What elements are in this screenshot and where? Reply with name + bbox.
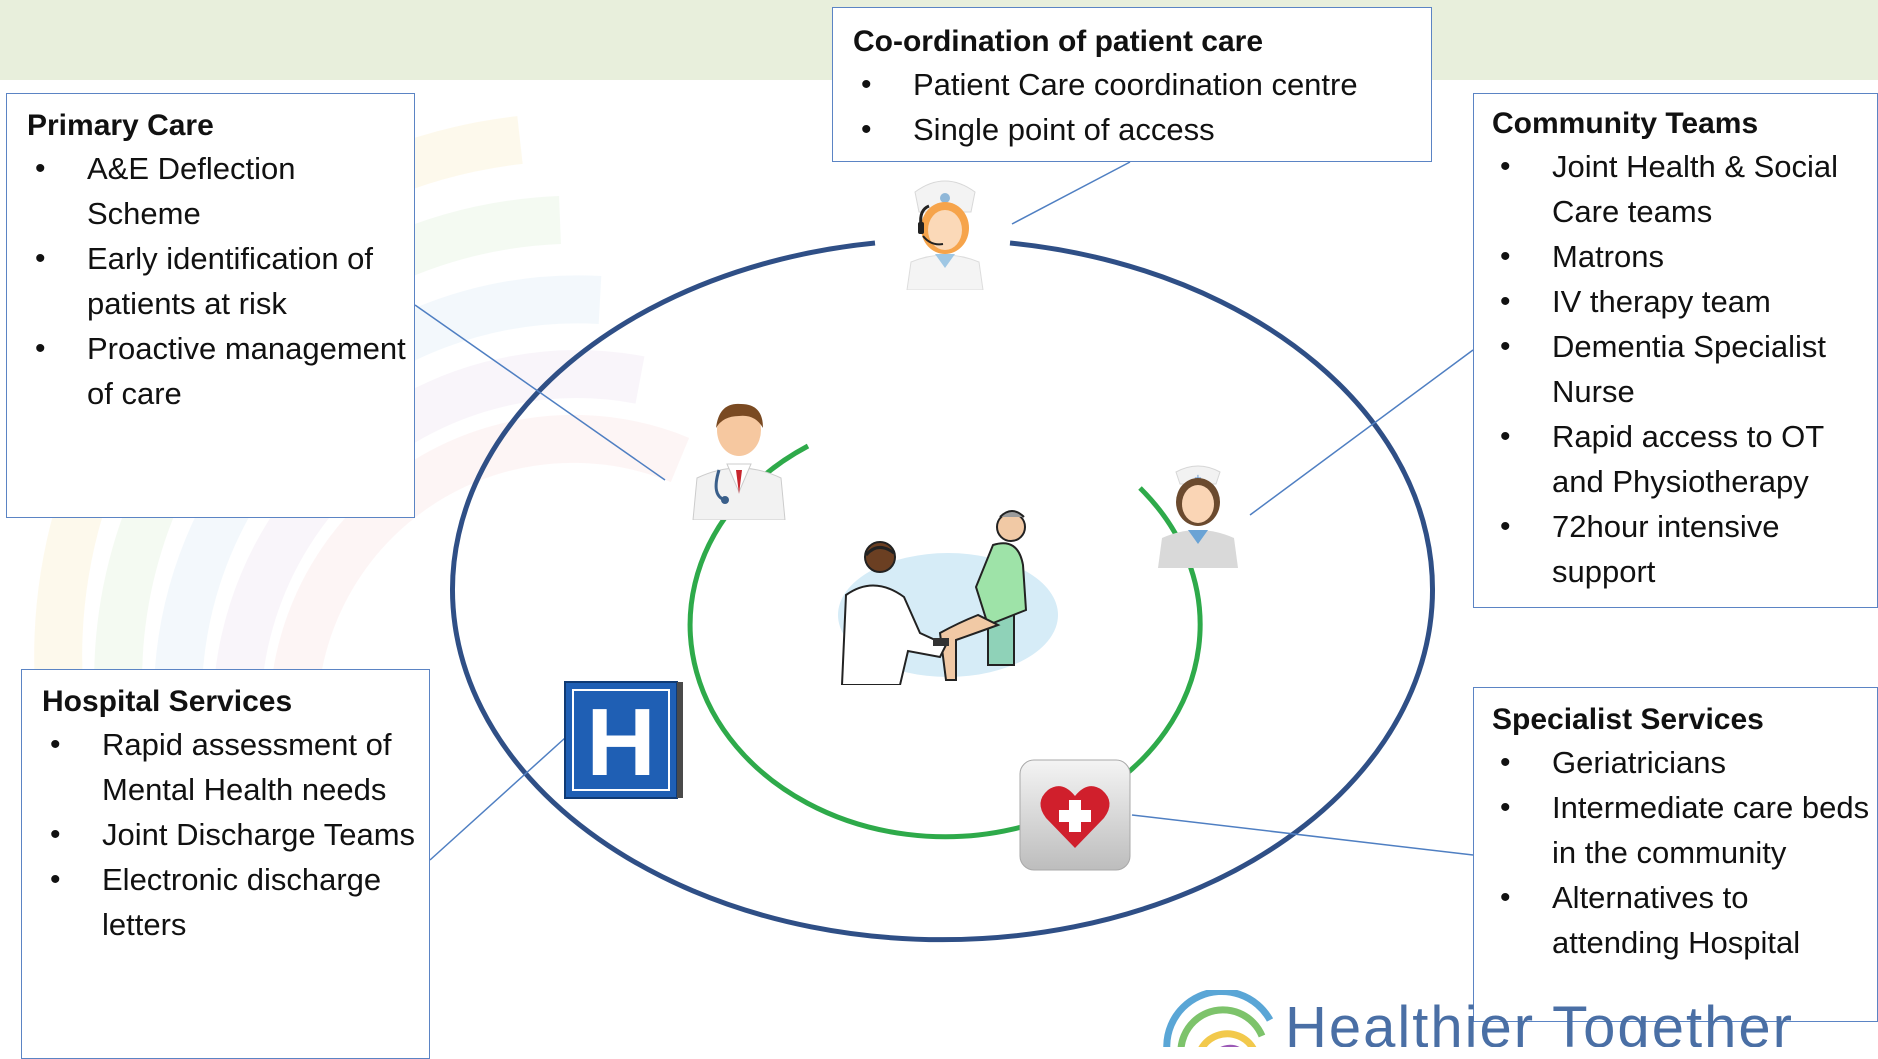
list-item: Patient Care coordination centre bbox=[853, 62, 1431, 107]
community-teams-list: Joint Health & Social Care teams Matrons… bbox=[1492, 144, 1877, 594]
list-item: Dementia Specialist Nurse bbox=[1492, 324, 1877, 414]
coordination-box: Co-ordination of patient care Patient Ca… bbox=[832, 7, 1432, 162]
connector-primary-care bbox=[414, 304, 666, 481]
nurse-icon: + bbox=[1148, 458, 1248, 568]
list-item: IV therapy team bbox=[1492, 279, 1877, 324]
heart-medical-icon bbox=[1018, 758, 1132, 872]
connector-hospital bbox=[429, 737, 566, 861]
list-item: Rapid access to OT and Physiotherapy bbox=[1492, 414, 1877, 504]
primary-care-box: Primary Care A&E Deflection Scheme Early… bbox=[6, 93, 415, 518]
hospital-services-list: Rapid assessment of Mental Health needs … bbox=[42, 722, 429, 947]
hospital-services-box: Hospital Services Rapid assessment of Me… bbox=[21, 669, 430, 1059]
patient-examination-icon bbox=[828, 505, 1060, 686]
list-item: Geriatricians bbox=[1492, 740, 1877, 785]
list-item: Joint Health & Social Care teams bbox=[1492, 144, 1877, 234]
list-item: Electronic discharge letters bbox=[42, 857, 429, 947]
hospital-sign-letter: H bbox=[586, 689, 655, 796]
community-teams-title: Community Teams bbox=[1492, 107, 1759, 140]
coordination-list: Patient Care coordination centre Single … bbox=[853, 62, 1431, 152]
list-item: Rapid assessment of Mental Health needs bbox=[42, 722, 429, 812]
doctor-icon bbox=[683, 400, 795, 521]
list-item: Joint Discharge Teams bbox=[42, 812, 429, 857]
list-item: 72hour intensive support bbox=[1492, 504, 1877, 594]
primary-care-list: A&E Deflection Scheme Early identificati… bbox=[27, 146, 414, 416]
inner-ring bbox=[687, 443, 1203, 840]
logo-swirl-icon bbox=[1163, 990, 1274, 1047]
healthier-together-logo: Healthier Together bbox=[1150, 990, 1878, 1047]
hospital-h-sign-icon: H bbox=[563, 680, 685, 800]
call-centre-nurse-icon bbox=[885, 170, 1005, 291]
specialist-services-title: Specialist Services bbox=[1492, 703, 1764, 736]
specialist-services-box: Specialist Services Geriatricians Interm… bbox=[1473, 687, 1878, 1022]
list-item: A&E Deflection Scheme bbox=[27, 146, 414, 236]
outer-ring bbox=[450, 240, 1435, 943]
specialist-services-list: Geriatricians Intermediate care beds in … bbox=[1492, 740, 1877, 965]
list-item: Intermediate care beds in the community bbox=[1492, 785, 1877, 875]
logo-text: Healthier Together bbox=[1285, 995, 1794, 1047]
list-item: Single point of access bbox=[853, 107, 1431, 152]
hospital-services-title: Hospital Services bbox=[42, 685, 293, 718]
community-teams-box: Community Teams Joint Health & Social Ca… bbox=[1473, 93, 1878, 608]
list-item: Proactive management of care bbox=[27, 326, 414, 416]
list-item: Early identification of patients at risk bbox=[27, 236, 414, 326]
connector-specialist bbox=[1131, 814, 1474, 856]
connector-community bbox=[1249, 349, 1474, 516]
primary-care-title: Primary Care bbox=[27, 109, 214, 142]
coordination-title: Co-ordination of patient care bbox=[853, 25, 1264, 58]
list-item: Matrons bbox=[1492, 234, 1877, 279]
list-item: Alternatives to attending Hospital bbox=[1492, 875, 1877, 965]
connector-coordination bbox=[1011, 161, 1131, 225]
